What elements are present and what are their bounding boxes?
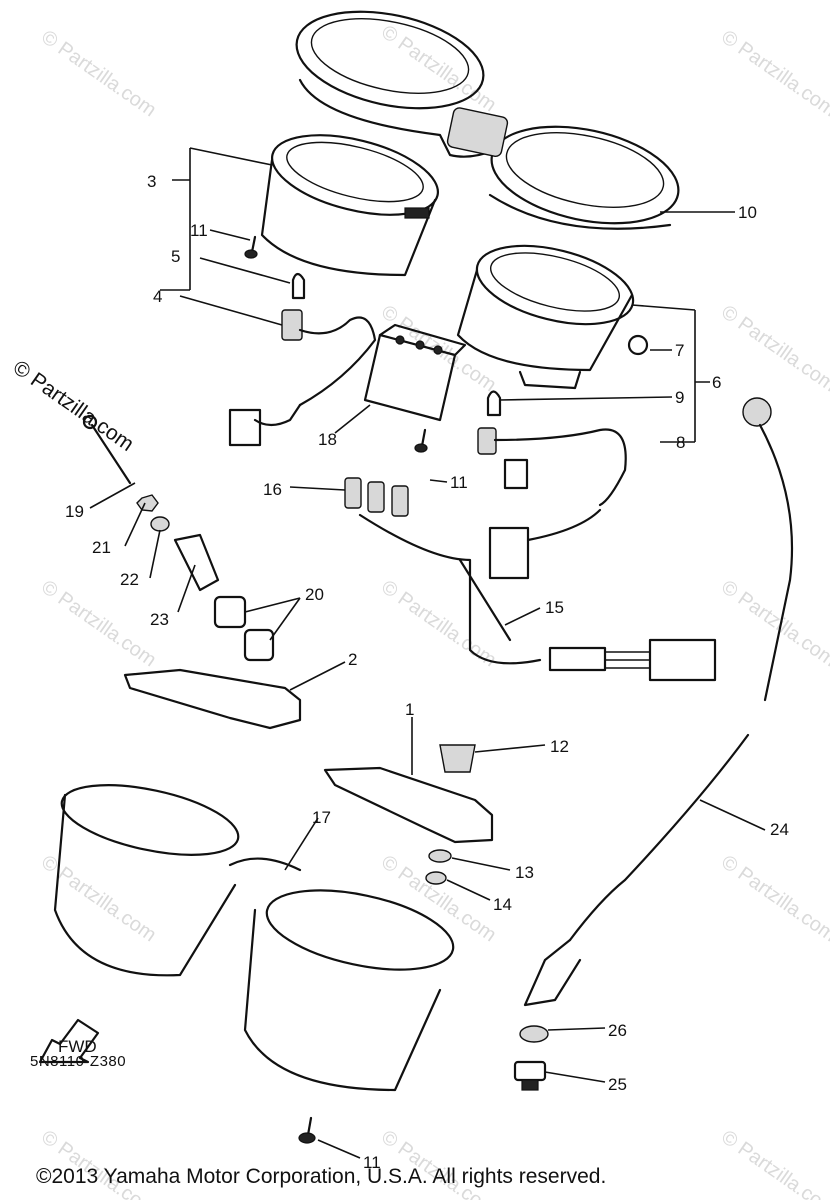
callout-9: 9 — [675, 388, 684, 407]
callout-26: 26 — [608, 1021, 627, 1040]
callout-24: 24 — [770, 820, 789, 839]
callout-10: 10 — [738, 203, 757, 222]
callout-8: 8 — [676, 433, 685, 452]
callout-3: 3 — [147, 172, 156, 191]
diagram-code: 5N8110-Z380 — [30, 1053, 127, 1070]
callout-18: 18 — [318, 430, 337, 449]
callout-14: 14 — [493, 895, 512, 914]
callout-5: 5 — [171, 247, 180, 266]
part-9-bulb — [486, 390, 502, 417]
svg-text:© Partzilla.com: © Partzilla.com — [377, 851, 500, 946]
part-26-washer — [519, 1025, 549, 1043]
callout-20: 20 — [305, 585, 324, 604]
part-24-meter-cable — [523, 397, 794, 1007]
part-11-screw-b — [414, 428, 428, 453]
callout-11c: 11 — [363, 1153, 381, 1172]
part-6-speedometer — [456, 244, 649, 390]
part-15-wire-harness — [358, 508, 717, 682]
callout-19: 19 — [65, 502, 84, 521]
part-13-washer — [428, 849, 452, 863]
part-22-washer — [150, 516, 170, 532]
part-21-nut — [136, 494, 159, 512]
callout-11a: 11 — [190, 221, 208, 240]
part-25-screw — [513, 1060, 547, 1091]
part-10-meter-cover — [295, 10, 680, 230]
part-11-screw-c — [298, 1116, 316, 1144]
svg-text:© Partzilla.com: © Partzilla.com — [717, 851, 830, 946]
part-19-bolt — [82, 414, 132, 485]
part-17-meter-case — [53, 784, 455, 1092]
part-8-socket-wire — [477, 427, 627, 507]
svg-text:© Partzilla.com: © Partzilla.com — [37, 26, 160, 121]
fwd-arrow-icon: FWD — [38, 1018, 100, 1064]
callout-16: 16 — [263, 480, 282, 499]
part-18-indicator-housing — [228, 323, 467, 447]
part-1-bracket — [323, 766, 494, 844]
svg-text:© Partzilla.com: © Partzilla.com — [717, 1126, 830, 1200]
callout-2: 2 — [348, 650, 357, 669]
callout-15: 15 — [545, 598, 564, 617]
part-11-screw-a — [244, 235, 258, 259]
callout-7: 7 — [675, 341, 684, 360]
callout-23: 23 — [150, 610, 169, 629]
part-14-nut — [425, 871, 447, 885]
copyright-notice: ©2013 Yamaha Motor Corporation, U.S.A. A… — [36, 1165, 607, 1188]
callout-21: 21 — [92, 538, 111, 557]
callout-13: 13 — [515, 863, 534, 882]
callout-25: 25 — [608, 1075, 627, 1094]
callout-4: 4 — [153, 287, 162, 306]
part-23-collar — [173, 533, 220, 592]
callout-17: 17 — [312, 808, 331, 827]
svg-text:© Partzilla.com: © Partzilla.com — [717, 301, 830, 396]
part-16-socket-cluster — [344, 477, 409, 517]
svg-text:© Partzilla.com: © Partzilla.com — [37, 576, 160, 671]
part-3-tachometer — [260, 134, 440, 277]
callout-1: 1 — [405, 700, 414, 719]
callout-12: 12 — [550, 737, 569, 756]
part-12-cushion — [439, 744, 476, 773]
leader-lines — [89, 147, 766, 1159]
callout-11b: 11 — [450, 473, 468, 492]
callout-22: 22 — [120, 570, 139, 589]
callout-6: 6 — [712, 373, 721, 392]
callout-numbers: 1 2 3 4 5 6 7 8 9 10 11 11 11 12 13 14 1… — [65, 172, 789, 1172]
svg-text:FWD: FWD — [58, 1037, 97, 1056]
part-2-bracket — [123, 668, 302, 730]
part-4-socket — [281, 309, 377, 407]
part-5-bulb — [291, 272, 306, 300]
svg-text:© Partzilla.com: © Partzilla.com — [717, 26, 830, 121]
